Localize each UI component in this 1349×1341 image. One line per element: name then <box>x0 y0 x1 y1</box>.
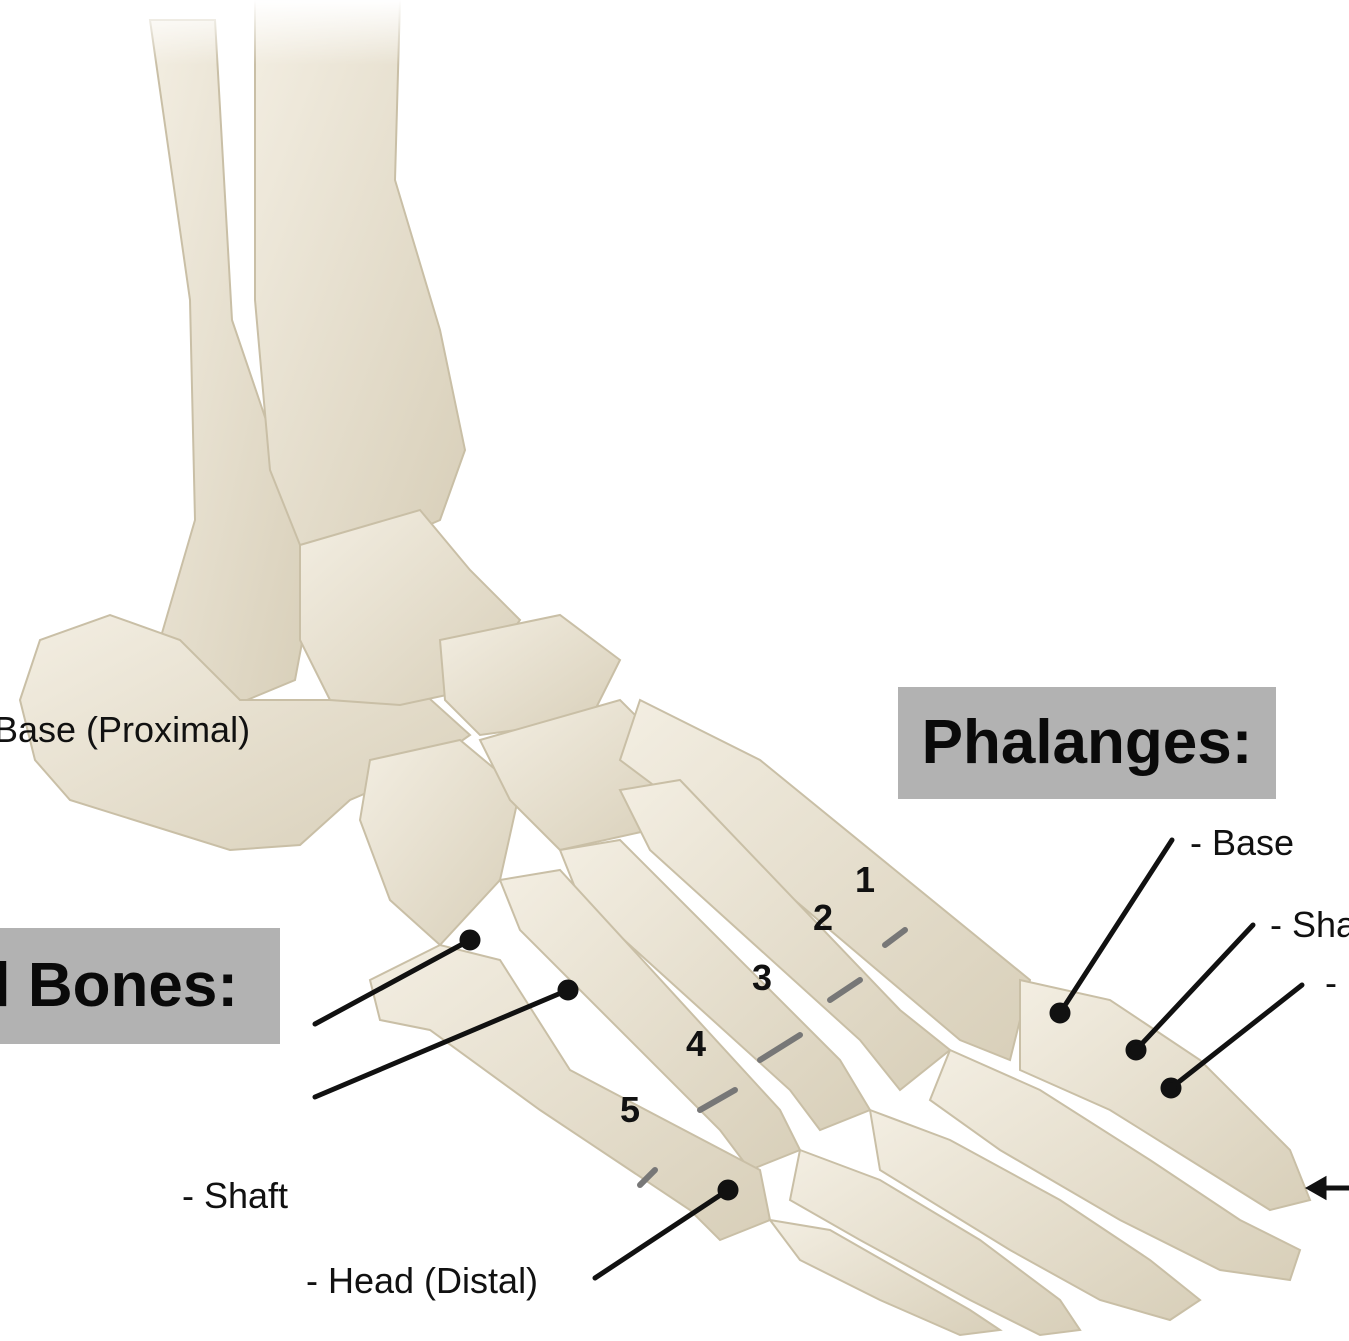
phalanges-title: Phalanges: <box>898 687 1276 799</box>
phalanx-base-label: - Base <box>1190 825 1294 861</box>
metatarsal-number-4: 4 <box>686 1026 706 1062</box>
metatarsal-head-label: - Head (Distal) <box>306 1263 538 1299</box>
metatarsal-bones-title: l Bones: <box>0 928 280 1044</box>
metatarsal-base-label: Base (Proximal) <box>0 712 250 748</box>
phalanx-shaft-label: - Sha <box>1270 907 1349 943</box>
metatarsal-number-2: 2 <box>813 900 833 936</box>
metatarsal-shaft-label: - Shaft <box>182 1178 288 1214</box>
metatarsal-number-3: 3 <box>752 960 772 996</box>
metatarsal-number-5: 5 <box>620 1092 640 1128</box>
phalanx-head-label: - <box>1325 965 1337 1001</box>
metatarsal-number-1: 1 <box>855 862 875 898</box>
